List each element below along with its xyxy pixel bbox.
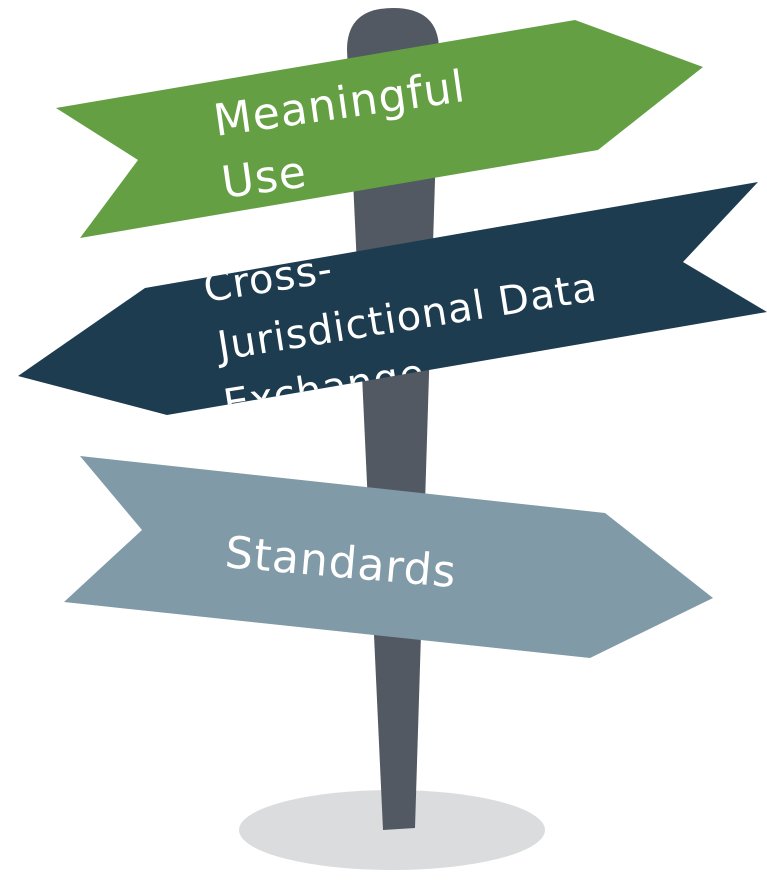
sign-cross-jurisdictional-board xyxy=(18,182,767,415)
sign-standards: Standards xyxy=(64,456,713,658)
sign-meaningful-use: Meaningful Use xyxy=(56,20,703,238)
sign-meaningful-use-line2: Use xyxy=(218,147,309,209)
sign-standards-board xyxy=(64,456,713,658)
ground-shadow xyxy=(239,790,545,870)
sign-meaningful-use-board xyxy=(56,20,703,238)
